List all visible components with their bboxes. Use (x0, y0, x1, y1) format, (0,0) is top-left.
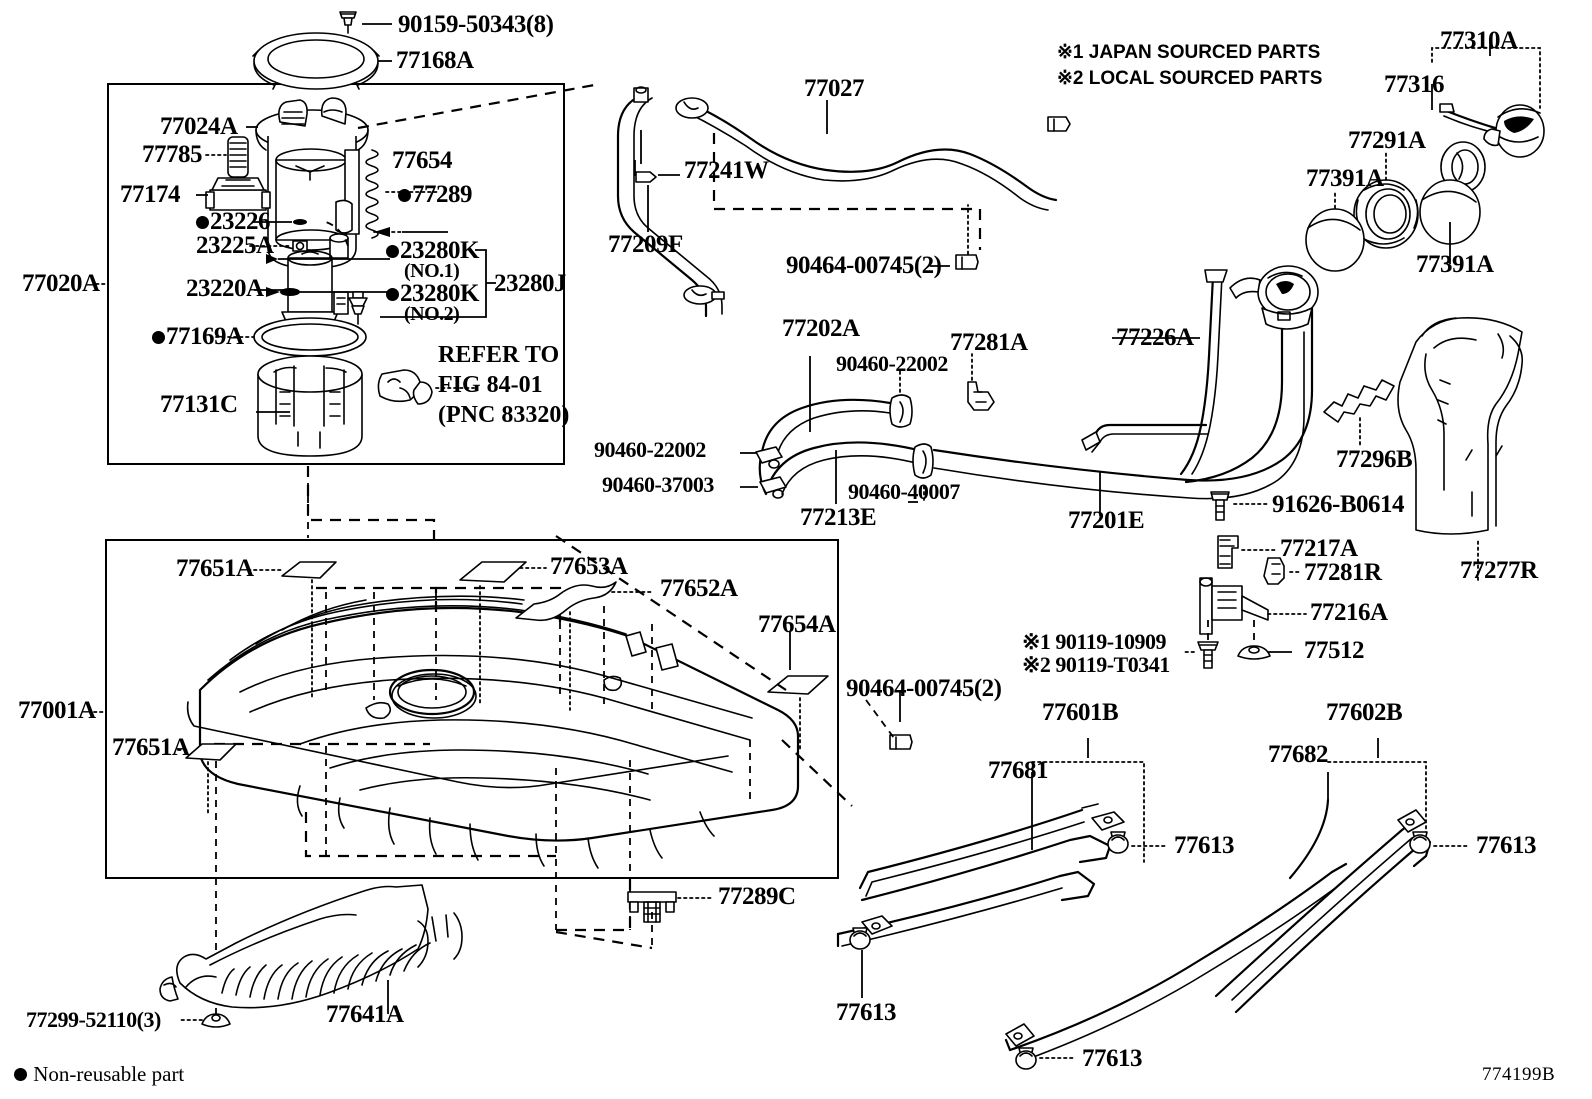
label-77512: 77512 (1304, 637, 1365, 664)
label-77289C: 77289C (718, 883, 796, 910)
label-77310A: 77310A (1440, 27, 1518, 54)
label-23280K-no1: 23280K (386, 237, 479, 264)
nonreusable-dot-icon (398, 189, 411, 202)
label-77281R: 77281R (1304, 559, 1382, 586)
label-77020A: 77020A (22, 270, 100, 297)
label-77652A: 77652A (660, 575, 738, 602)
label-77001A: 77001A (18, 697, 96, 724)
label-77681: 77681 (988, 757, 1049, 784)
label-77391A-left: 77391A (1306, 165, 1384, 192)
label-90460-37003: 90460-37003 (602, 472, 714, 497)
label-77682: 77682 (1268, 741, 1329, 768)
label-77241W: 77241W (684, 157, 769, 184)
label-90464-00745-tank: 90464-00745(2) (846, 675, 1002, 702)
nonreusable-footnote: Non-reusable part (14, 1062, 184, 1087)
label-23220A: 23220A (186, 275, 264, 302)
label-77654: 77654 (392, 147, 453, 174)
label-90159-50343: 90159-50343(8) (398, 11, 554, 38)
label-77651A-upper: 77651A (176, 555, 254, 582)
label-90460-40007: 90460-40007 (848, 479, 960, 504)
label-77168A: 77168A (396, 47, 474, 74)
label-23280K-no2: 23280K (386, 280, 479, 307)
label-77131C: 77131C (160, 391, 238, 418)
label-77651A-lower: 77651A (112, 734, 190, 761)
label-77201E: 77201E (1068, 507, 1145, 534)
source-legend: ※1 JAPAN SOURCED PARTS ※2 LOCAL SOURCED … (1057, 42, 1323, 89)
label-77217A: 77217A (1280, 535, 1358, 562)
label-77613-c: 77613 (836, 999, 897, 1026)
label-77613-b: 77613 (1476, 832, 1537, 859)
label-23225A: 23225A (196, 232, 274, 259)
label-77169A: 77169A (152, 323, 244, 350)
label-77785: 77785 (142, 141, 203, 168)
label-77024A: 77024A (160, 113, 238, 140)
label-23280K-no2-sub: (NO.2) (404, 303, 460, 325)
label-77281A: 77281A (950, 329, 1028, 356)
label-77277R: 77277R (1460, 557, 1538, 584)
label-77202A: 77202A (782, 315, 860, 342)
label-77601B: 77601B (1042, 699, 1119, 726)
refer-to-note: REFER TO FIG 84-01 (PNC 83320) (438, 342, 570, 428)
label-23280K-no1-sub: (NO.1) (404, 260, 460, 282)
label-77027: 77027 (804, 75, 865, 102)
label-77174: 77174 (120, 181, 181, 208)
nonreusable-dot-icon (196, 216, 209, 229)
label-77316: 77316 (1384, 71, 1445, 98)
nonreusable-dot-icon (152, 331, 165, 344)
label-77613-d: 77613 (1082, 1045, 1143, 1072)
label-77641A: 77641A (326, 1001, 404, 1028)
label-77613-a: 77613 (1174, 832, 1235, 859)
label-23280J: 23280J (494, 270, 567, 297)
label-77226A: 77226A (1116, 324, 1194, 351)
label-77391A-right: 77391A (1416, 251, 1494, 278)
label-77299-52110: 77299-52110(3) (26, 1007, 161, 1032)
label-90460-22002-upper: 90460-22002 (836, 351, 948, 376)
label-90119-T0341: ※2 90119-T0341 (1022, 652, 1170, 677)
label-77654A: 77654A (758, 611, 836, 638)
label-77602B: 77602B (1326, 699, 1403, 726)
label-90464-00745-top: 90464-00745(2) (786, 252, 942, 279)
label-77216A: 77216A (1310, 599, 1388, 626)
label-77209F: 77209F (608, 231, 683, 258)
nonreusable-dot-icon (386, 288, 399, 301)
label-90460-22002-left: 90460-22002 (594, 437, 706, 462)
label-77291A: 77291A (1348, 127, 1426, 154)
label-77653A: 77653A (550, 553, 628, 580)
label-23226: 23226 (196, 208, 271, 235)
label-77213E: 77213E (800, 504, 877, 531)
label-77296B: 77296B (1336, 446, 1413, 473)
label-90119-10909: ※1 90119-10909 (1022, 629, 1167, 654)
figure-number: 774199B (1482, 1064, 1556, 1085)
nonreusable-dot-icon (386, 245, 399, 258)
label-77289: 77289 (398, 181, 473, 208)
label-91626-B0614: 91626-B0614 (1272, 491, 1405, 518)
nonreusable-dot-icon (14, 1068, 27, 1081)
